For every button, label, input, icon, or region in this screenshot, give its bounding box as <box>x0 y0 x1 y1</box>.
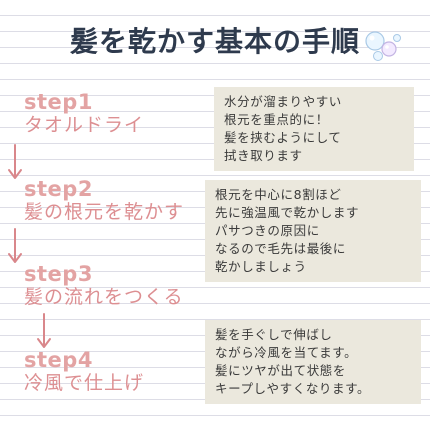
note-2-line: なるので毛先は最後に <box>215 241 347 256</box>
note-3-line: 髪を手ぐしで伸ばし <box>215 327 333 342</box>
step-4-label: step4 <box>24 348 93 372</box>
note-1-line: 拭き取ります <box>224 148 303 163</box>
note-2-line: 先に強温風で乾かします <box>215 205 360 220</box>
note-3-line: キープしやすくなります。 <box>215 381 371 396</box>
step-1-desc: タオルドライ <box>24 114 145 136</box>
note-card-3: 髪を手ぐしで伸ばし ながら冷風を当てます。 髪にツヤが出て状態を キープしやすく… <box>205 320 421 404</box>
note-3-line: ながら冷風を当てます。 <box>215 345 358 360</box>
note-2-line: 根元を中心に8割ほど <box>215 187 342 202</box>
note-2-line: パサつきの原因に <box>215 223 320 238</box>
note-1-line: 髪を挟むようにして <box>224 130 342 145</box>
note-card-2: 根元を中心に8割ほど 先に強温風で乾かします パサつきの原因に なるので毛先は最… <box>205 180 421 282</box>
step-4: step4 冷風で仕上げ <box>24 350 144 393</box>
note-1-line: 根元を重点的に！ <box>224 112 329 127</box>
step-4-desc: 冷風で仕上げ <box>24 372 145 394</box>
bubbles-icon <box>365 31 401 61</box>
down-arrow-icon <box>37 313 51 348</box>
note-1-line: 水分が溜まりやすい <box>224 94 342 109</box>
note-3-line: 髪にツヤが出て状態を <box>215 363 347 378</box>
down-arrow-icon <box>8 144 22 179</box>
down-arrow-icon <box>8 228 22 263</box>
page-title: 髪を乾かす基本の手順 <box>69 25 360 58</box>
step-2: step2 髪の根元を乾かす <box>24 179 184 222</box>
step-1-label: step1 <box>24 90 93 114</box>
step-2-desc: 髪の根元を乾かす <box>24 201 185 223</box>
step-1: step1 タオルドライ <box>24 92 144 135</box>
step-2-label: step2 <box>24 177 93 201</box>
note-card-1: 水分が溜まりやすい 根元を重点的に！ 髪を挟むようにして 拭き取ります <box>214 87 414 171</box>
step-3: step3 髪の流れをつくる <box>24 264 184 307</box>
note-2-line: 乾かしましょう <box>215 259 307 274</box>
step-3-label: step3 <box>24 262 93 286</box>
step-3-desc: 髪の流れをつくる <box>24 286 184 308</box>
